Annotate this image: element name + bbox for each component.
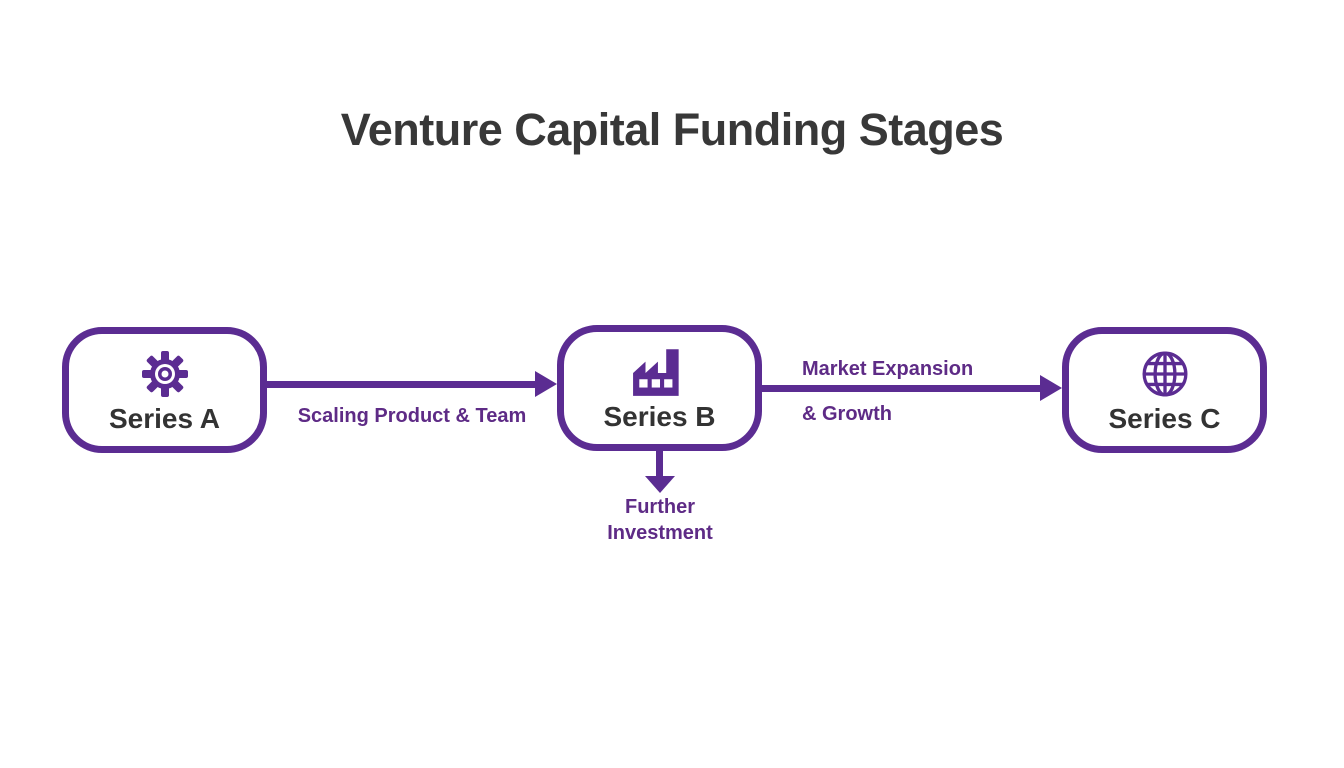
node-series-c: Series C [1062,327,1267,453]
factory-icon [631,345,689,399]
node-label-series-a: Series A [108,403,221,434]
diagram-title: Venture Capital Funding Stages [340,104,1004,155]
edge-b-down-arrowhead-icon [645,476,675,493]
edge-b-down-label-line2: Investment [607,522,713,544]
edge-b-down-label: Further Investment [560,494,760,546]
node-label-series-c: Series C [1108,403,1221,434]
edge-b-c-arrowhead-icon [1040,375,1062,401]
node-series-b: Series B [557,325,762,451]
edge-b-c-label-line2: & Growth [802,403,892,425]
gear-icon [141,347,189,401]
edge-a-b-line [267,381,535,388]
edge-a-b-label: Scaling Product & Team [297,405,527,427]
node-series-a: Series A [62,327,267,453]
edge-b-c-label-line1: Market Expansion [802,358,974,380]
edge-b-c-line [762,385,1040,392]
node-label-series-b: Series B [603,401,716,432]
edge-a-b-arrowhead-icon [535,371,557,397]
edge-b-down-line [656,450,663,477]
globe-icon [1140,347,1190,401]
edge-b-down-label-line1: Further [625,496,695,518]
edge-b-c-label: Market Expansion & Growth [802,356,973,427]
